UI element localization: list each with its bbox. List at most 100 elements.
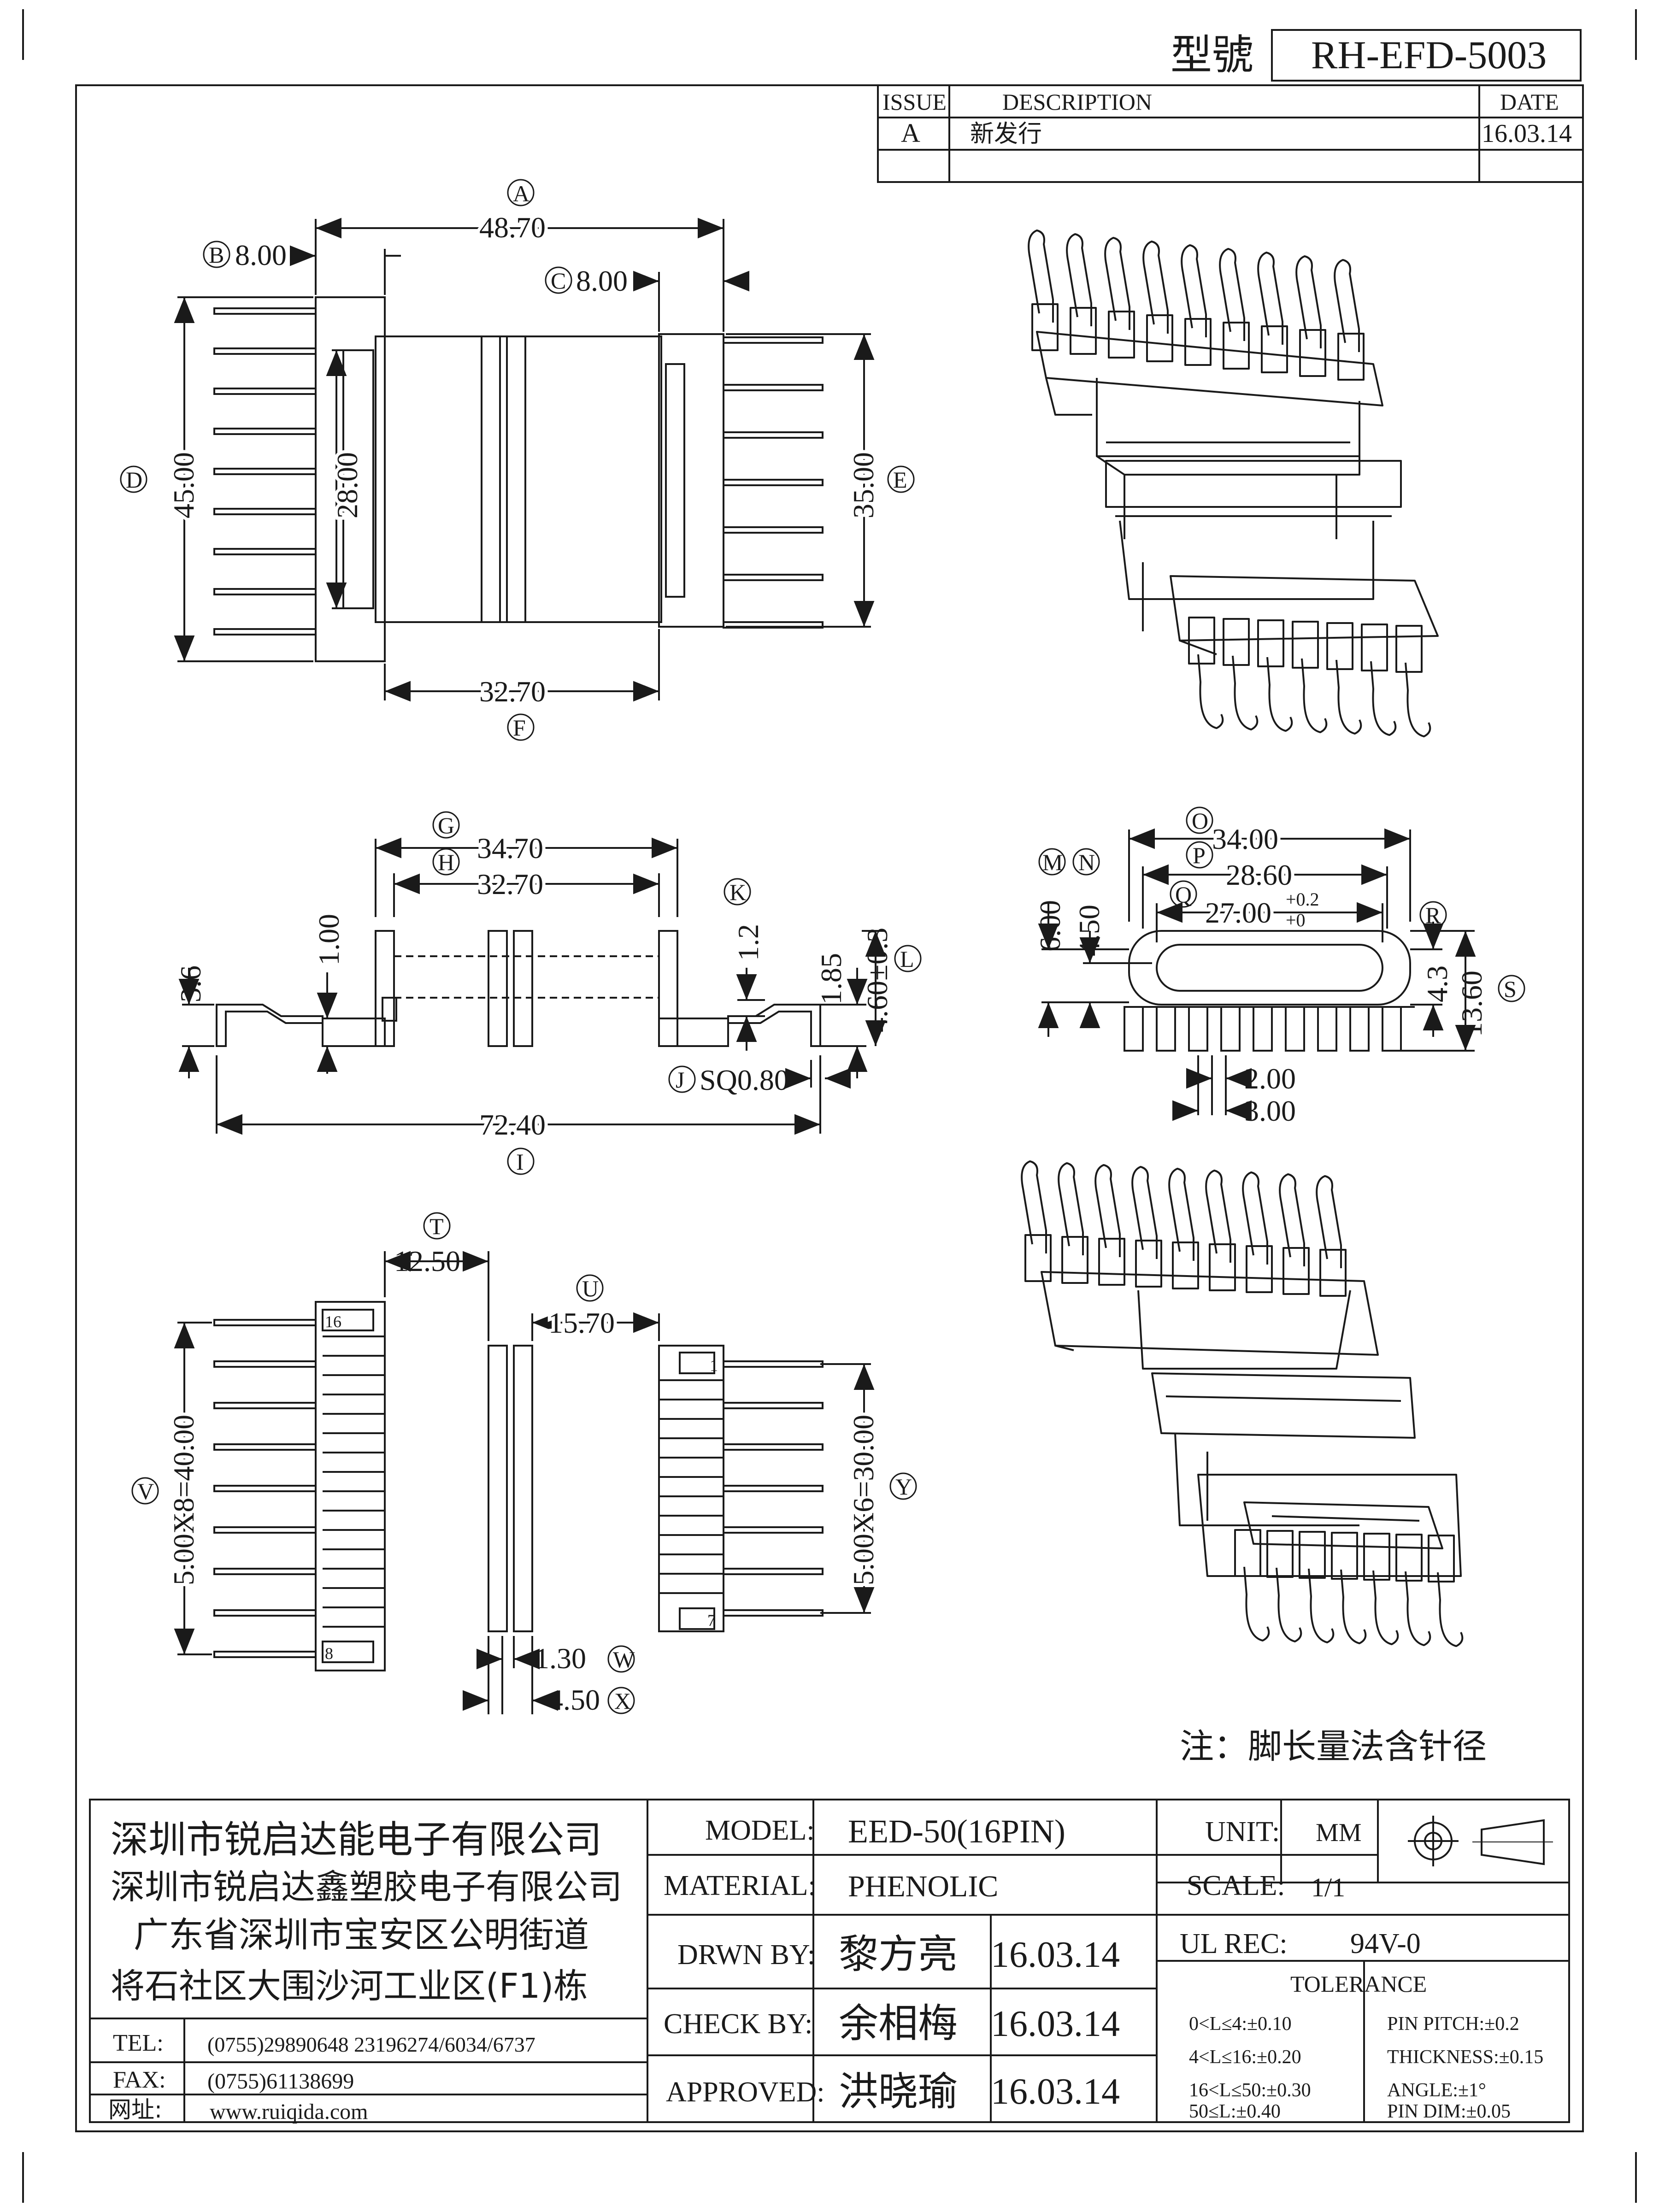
isometric-view-bottom xyxy=(1021,1160,1464,1647)
front-view-labels: A 48.70 B 8.00 C 8.00 D 45.00 28.00 E 35… xyxy=(120,179,915,741)
rev-issue-a: A xyxy=(901,118,920,148)
tag-q: Q xyxy=(1175,882,1192,907)
base-tooth xyxy=(1253,1006,1273,1052)
rev-header-date: DATE xyxy=(1500,89,1559,115)
pin-tooth xyxy=(1184,318,1212,366)
dim-p-value: 28.60 xyxy=(1226,859,1292,891)
hook-pin xyxy=(1021,1160,1047,1253)
pin-tooth xyxy=(1361,624,1388,671)
hook-pin xyxy=(1243,1566,1270,1641)
front-view xyxy=(174,218,875,702)
pin-tooth xyxy=(1172,1241,1199,1289)
dim-100-value: 1.00 xyxy=(312,914,345,965)
dim-m-value: 6.00 xyxy=(1034,900,1066,952)
pin-number-8: 8 xyxy=(325,1644,333,1663)
dim-n-value: 4.50 xyxy=(1073,905,1106,956)
pin-tooth xyxy=(1098,1238,1125,1286)
hook-pin xyxy=(1242,1171,1268,1265)
hook-pin xyxy=(1405,662,1431,737)
hook-pin xyxy=(1066,233,1092,326)
pin-lead xyxy=(723,431,824,439)
hook-pin xyxy=(1205,1170,1231,1263)
pin-lead xyxy=(213,1360,317,1368)
fax-label: FAX: xyxy=(113,2067,166,2093)
website-label: 网址: xyxy=(108,2096,162,2123)
hook-pin xyxy=(1181,244,1207,337)
tb-check-date: 16.03.14 xyxy=(991,2004,1120,2044)
tag-w: W xyxy=(613,1647,635,1672)
tag-y: Y xyxy=(895,1474,912,1500)
pin-tooth xyxy=(1337,333,1365,381)
tb-tol-3: 16<L≤50:±0.30 xyxy=(1189,2080,1311,2101)
hook-pin xyxy=(1257,252,1283,345)
hook-pin xyxy=(1094,1164,1121,1257)
pin-tooth xyxy=(1070,307,1097,355)
dim-e-value: 35.00 xyxy=(847,452,880,518)
tb-tol-7: ANGLE:±1° xyxy=(1387,2080,1486,2101)
bottom-view xyxy=(174,1251,875,1714)
pin-lead xyxy=(213,628,317,635)
dim-f-value: 32.70 xyxy=(479,675,546,708)
tb-approved-name: 洪晓瑜 xyxy=(839,2069,958,2115)
pin-tooth xyxy=(1266,1530,1294,1578)
tag-l: L xyxy=(900,946,914,972)
hook-pin xyxy=(1340,1569,1367,1644)
tag-t: T xyxy=(429,1213,444,1239)
isometric-view-top xyxy=(1028,229,1439,737)
base-tooth xyxy=(1349,1006,1370,1052)
side-view-labels: G 34.70 H 32.70 K 1.2 1.85 4.60±0.3 L 1.… xyxy=(174,811,922,1175)
dim-q-tol-plus: +0.2 xyxy=(1286,889,1319,910)
tag-e: E xyxy=(893,467,907,493)
hook-pin xyxy=(1334,259,1360,352)
dim-inner-height: 28.00 xyxy=(331,452,364,518)
hook-pin xyxy=(1104,237,1130,330)
company-line-4: 将石社区大围沙河工业区(F1)栋 xyxy=(111,1966,588,2006)
pin-lead xyxy=(723,1568,824,1575)
end-view xyxy=(1038,828,1476,1121)
tag-i: I xyxy=(516,1149,524,1175)
pin-lead xyxy=(723,1360,824,1368)
pin-lead xyxy=(213,1568,317,1575)
tag-r: R xyxy=(1425,902,1441,928)
pin-lead xyxy=(213,1402,317,1409)
pin-lead xyxy=(723,1485,824,1492)
pin-lead xyxy=(723,336,824,344)
hook-pin xyxy=(1437,1572,1464,1647)
tag-d: D xyxy=(126,467,142,493)
tb-approved-label: APPROVED: xyxy=(666,2077,825,2108)
pin-lead xyxy=(723,1526,824,1534)
tag-f: F xyxy=(513,715,526,741)
title-block-grid xyxy=(89,1799,1570,2123)
hook-pin xyxy=(1232,655,1259,730)
hook-pin xyxy=(1276,1567,1302,1642)
pin-number-1: 1 xyxy=(710,1356,718,1375)
pin-tooth xyxy=(1209,1243,1236,1291)
tb-model-label: MODEL: xyxy=(705,1815,815,1846)
hook-pin xyxy=(1219,248,1245,341)
company-line-2: 深圳市锐启达鑫塑胶电子有限公司 xyxy=(111,1867,622,1907)
tb-drawn-name: 黎方亮 xyxy=(839,1931,958,1977)
tag-x: X xyxy=(614,1688,631,1714)
pin-tooth xyxy=(1061,1236,1088,1284)
pin-tooth xyxy=(1292,621,1319,669)
tb-scale-value: 1/1 xyxy=(1311,1872,1345,1902)
pin-tooth xyxy=(1299,329,1326,377)
dim-k-value: 1.2 xyxy=(732,924,765,961)
pin-lead xyxy=(213,1319,317,1326)
company-info: 深圳市锐启达能电子有限公司 深圳市锐启达鑫塑胶电子有限公司 广东省深圳市宝安区公… xyxy=(108,1818,622,2124)
tb-tol-6: THICKNESS:±0.15 xyxy=(1387,2047,1543,2068)
end-view-labels: O 34.00 P 28.60 Q 27.00 +0.2 +0 M N 6.00… xyxy=(1034,806,1525,1127)
pin-lead xyxy=(723,479,824,486)
tb-unit-value: MM xyxy=(1316,1818,1362,1847)
pin-lead xyxy=(213,468,317,475)
tag-a: A xyxy=(513,181,529,206)
pin-tooth xyxy=(1299,1531,1326,1579)
pin-tooth xyxy=(1223,322,1250,370)
tag-s: S xyxy=(1504,976,1517,1002)
pin-lead xyxy=(213,428,317,435)
dim-d-value: 45.00 xyxy=(167,452,200,518)
dim-t-value: 12.50 xyxy=(394,1245,460,1277)
dim-a-value: 48.70 xyxy=(479,211,546,244)
pin-tooth xyxy=(1108,311,1135,359)
pin-lead xyxy=(213,548,317,555)
